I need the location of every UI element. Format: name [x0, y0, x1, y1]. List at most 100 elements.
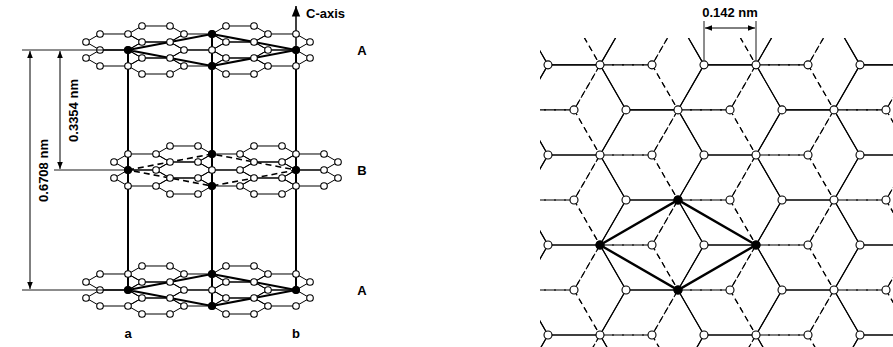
carbon-atom: [237, 183, 244, 190]
carbon-atom: [83, 55, 90, 62]
carbon-atom: [167, 23, 174, 30]
hexagon-ring: [212, 42, 268, 58]
carbon-atom: [181, 47, 188, 54]
hexagon-b: [730, 245, 834, 335]
carbon-atom: [321, 151, 328, 158]
carbon-atom: [856, 331, 864, 339]
extension-line: [22, 290, 124, 291]
carbon-atom: [804, 241, 812, 249]
carbon-atom: [209, 151, 216, 158]
hexagon-b: [730, 38, 834, 65]
hexagon-ring: [282, 154, 338, 170]
hexagon-a: [600, 38, 704, 110]
carbon-atom: [167, 295, 174, 302]
carbon-atom: [125, 63, 132, 70]
carbon-atom: [570, 286, 578, 294]
hexagon-b: [652, 290, 756, 347]
carbon-atom: [648, 241, 656, 249]
carbon-atom: [139, 295, 146, 302]
dimension-line: [30, 51, 31, 289]
carbon-atom: [674, 106, 682, 114]
carbon-atom: [251, 279, 258, 286]
carbon-atom: [279, 143, 286, 150]
carbon-atom: [279, 191, 286, 198]
carbon-atom: [111, 159, 118, 166]
dimension-label: 0.3354 nm: [66, 77, 81, 144]
carbon-atom: [830, 106, 838, 114]
dimension-line: [60, 51, 61, 169]
carbon-atom: [778, 286, 786, 294]
hexagon-ring: [156, 146, 212, 162]
carbon-atom: [195, 175, 202, 182]
carbon-atom: [674, 196, 682, 204]
carbon-atom: [335, 175, 342, 182]
layer-a: [540, 38, 893, 347]
carbon-atom: [251, 159, 258, 166]
carbon-atom: [195, 159, 202, 166]
carbon-atom: [726, 106, 734, 114]
corner-atom: [208, 150, 216, 158]
carbon-atom: [139, 311, 146, 318]
carbon-atom: [622, 286, 630, 294]
carbon-atom: [223, 295, 230, 302]
carbon-atom: [700, 151, 708, 159]
structure-label: A: [355, 43, 368, 58]
hexagon-a: [756, 290, 860, 347]
carbon-atom: [622, 106, 630, 114]
carbon-atom: [544, 151, 552, 159]
carbon-atom: [223, 311, 230, 318]
hexagon-ring: [282, 170, 338, 186]
carbon-atoms-plan: [540, 38, 893, 347]
carbon-atom: [237, 167, 244, 174]
carbon-atom: [778, 196, 786, 204]
carbon-atom: [674, 286, 682, 294]
hexagon-ring: [240, 146, 296, 162]
hexagon-a: [540, 38, 548, 110]
hexagon-ring: [240, 178, 296, 194]
carbon-atom: [83, 279, 90, 286]
layer-b: [540, 38, 893, 347]
carbon-atom: [195, 191, 202, 198]
carbon-atom: [293, 151, 300, 158]
hexagon-b: [808, 38, 893, 110]
carbon-atom: [237, 151, 244, 158]
carbon-atom: [223, 55, 230, 62]
carbon-atom: [752, 331, 760, 339]
carbon-atom: [804, 61, 812, 69]
carbon-atom: [293, 167, 300, 174]
carbon-atom: [209, 303, 216, 310]
carbon-atom: [648, 151, 656, 159]
extension-line: [22, 50, 124, 51]
corner-atom: [208, 62, 216, 70]
carbon-atom: [596, 241, 604, 249]
carbon-atom: [125, 271, 132, 278]
corner-atom: [674, 195, 683, 204]
hexagon-ring: [128, 266, 184, 282]
carbon-atom: [265, 287, 272, 294]
hexagon-ring: [86, 50, 142, 66]
carbon-atom: [167, 279, 174, 286]
carbon-atom: [153, 183, 160, 190]
carbon-atom: [125, 31, 132, 38]
carbon-atom: [251, 263, 258, 270]
cell-corners-plan: [596, 195, 761, 294]
carbon-atom: [125, 151, 132, 158]
carbon-atom: [251, 191, 258, 198]
carbon-atom: [321, 183, 328, 190]
hexagon-a: [678, 38, 782, 65]
carbon-atom: [700, 331, 708, 339]
corner-atom: [124, 286, 132, 294]
carbon-atom: [700, 61, 708, 69]
carbon-atom: [265, 303, 272, 310]
carbon-atom: [167, 159, 174, 166]
carbon-atom: [321, 167, 328, 174]
corner-atom: [596, 241, 605, 250]
carbon-atom: [251, 175, 258, 182]
cell-corners: [124, 30, 300, 310]
carbon-atom: [209, 183, 216, 190]
hexagon-a: [834, 38, 893, 65]
carbon-atom: [125, 167, 132, 174]
carbon-atom: [335, 159, 342, 166]
